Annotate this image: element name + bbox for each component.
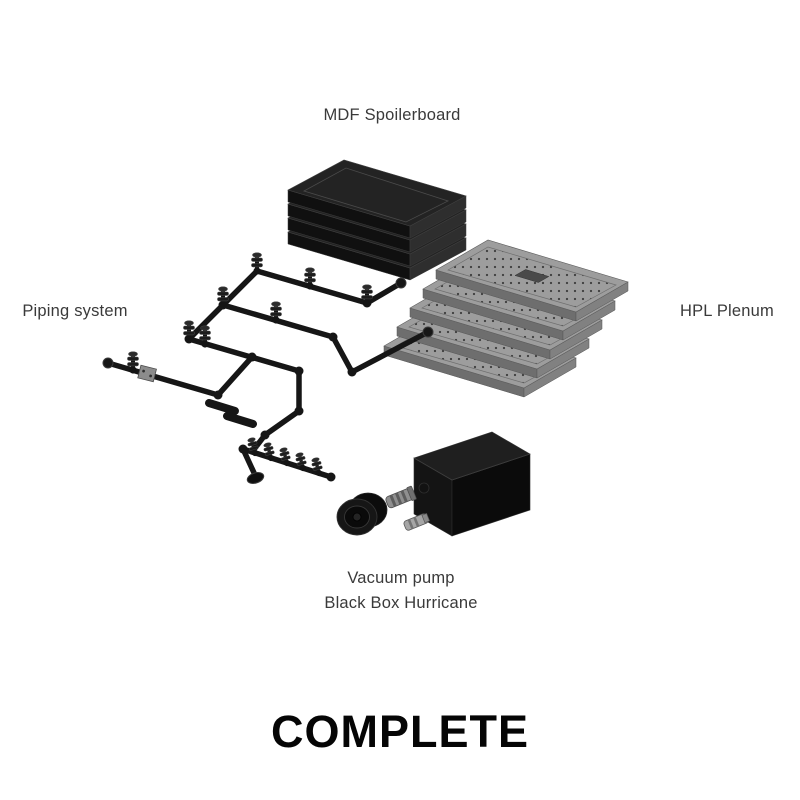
label-piping-system: Piping system (22, 302, 128, 320)
label-vacuum-pump-line2: Black Box Hurricane (324, 594, 478, 612)
hose-fitting-lower (403, 512, 431, 531)
label-vacuum-pump: Vacuum pump Black Box Hurricane (266, 566, 536, 616)
pipe-end-caps (102, 277, 434, 369)
hpl-plenum-illustration (383, 239, 629, 398)
pump-box (413, 431, 531, 537)
manifold-flange (246, 472, 265, 484)
pipe-elbows (184, 298, 372, 482)
piping-system-illustration (102, 252, 434, 484)
wall-bracket (137, 364, 157, 383)
hpl-logo-mark (514, 269, 550, 283)
label-hpl-plenum: HPL Plenum (679, 302, 774, 320)
label-mdf-spoilerboard: MDF Spoilerboard (323, 106, 461, 124)
mdf-spoilerboard-illustration (287, 159, 467, 281)
inlet-filter (336, 492, 388, 536)
hose-fitting-upper (385, 485, 417, 509)
pump-inlet-port (418, 482, 430, 494)
title-complete: COMPLETE (270, 706, 529, 757)
manifold (240, 436, 334, 484)
vacuum-pump-illustration (336, 431, 531, 537)
label-vacuum-pump-line1: Vacuum pump (347, 569, 455, 587)
